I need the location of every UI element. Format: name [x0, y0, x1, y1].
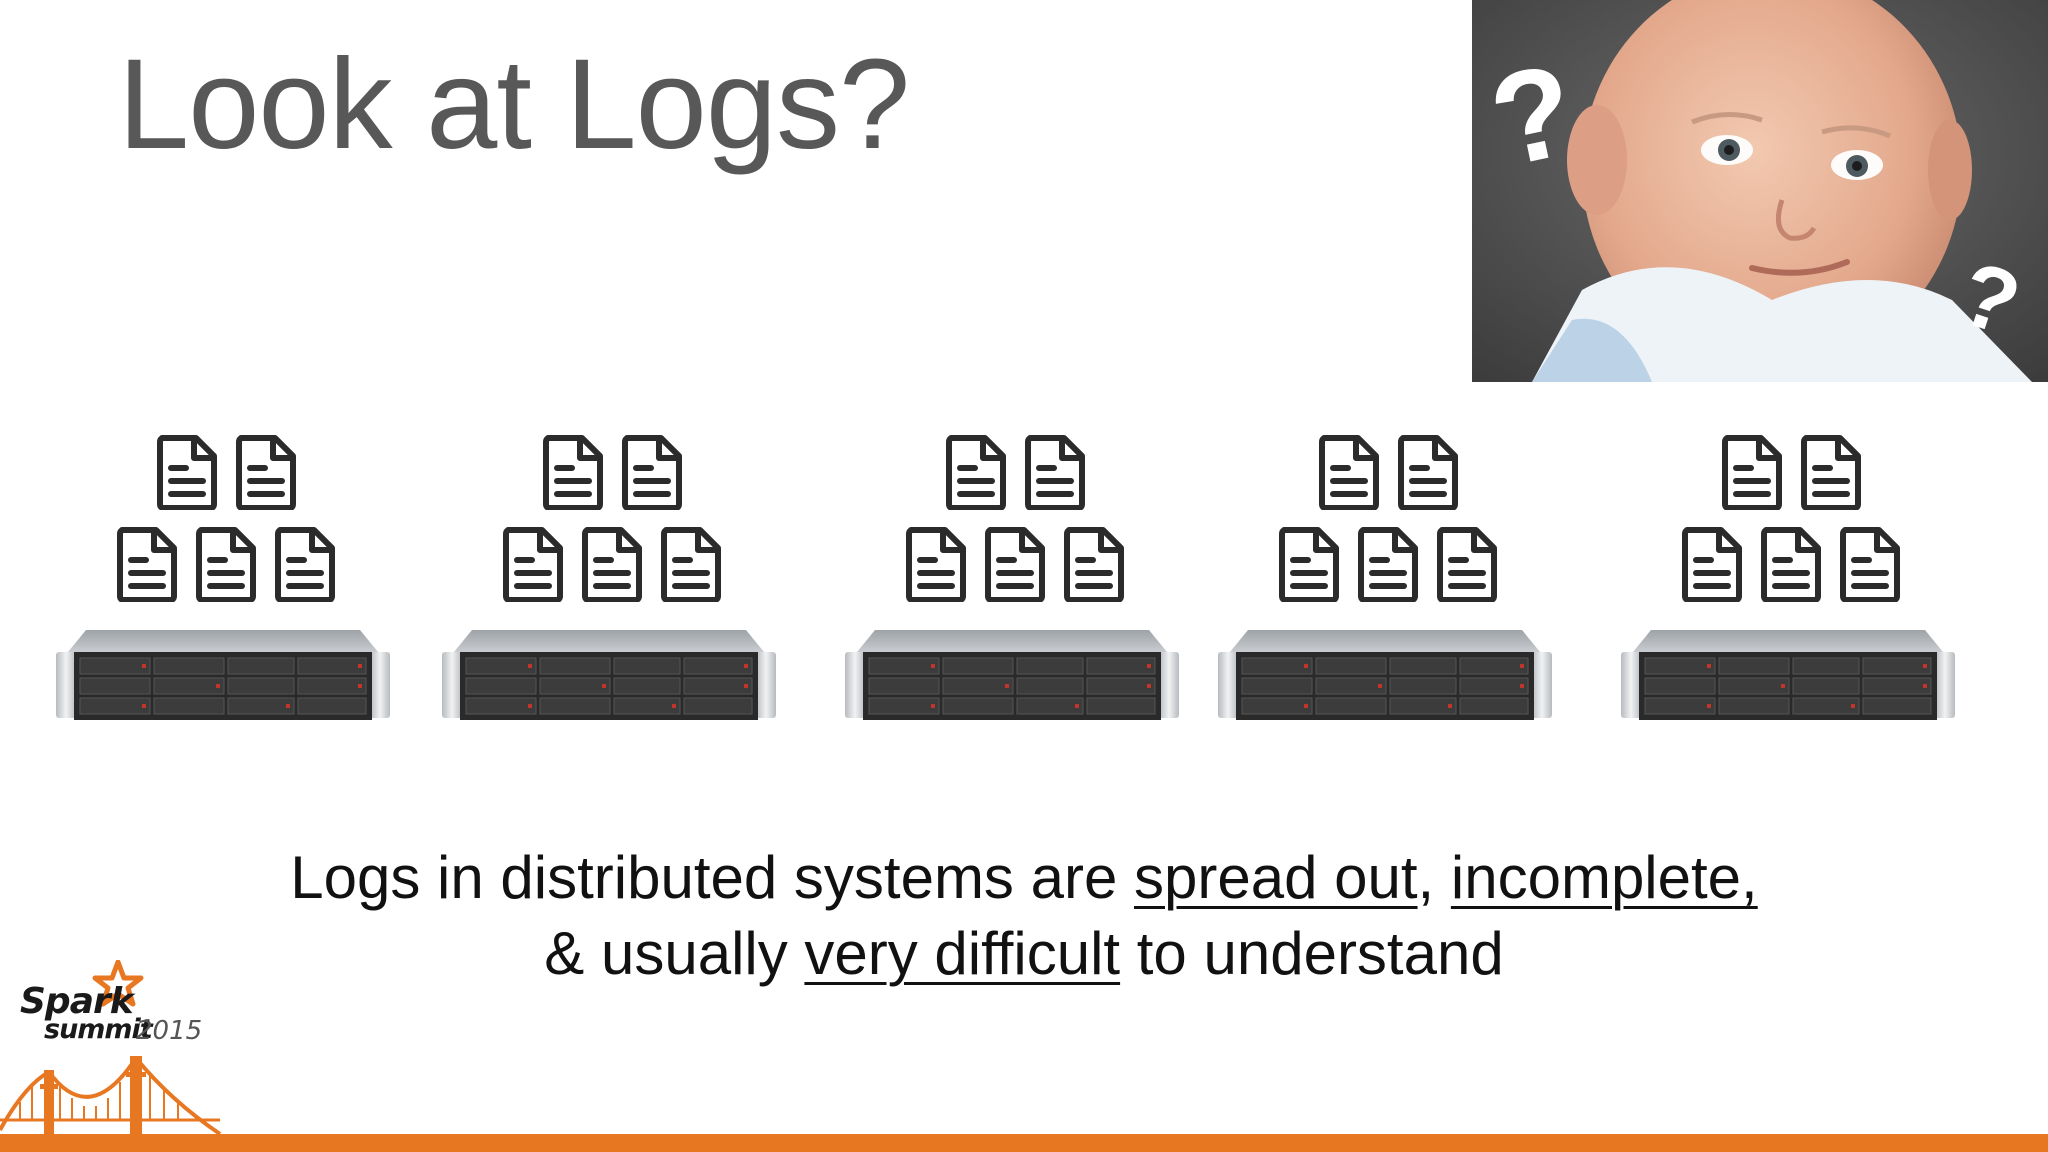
caption-text: to understand: [1120, 920, 1504, 987]
document-icon: [120, 530, 174, 600]
rack-server-icon: [442, 630, 776, 720]
slide-title: Look at Logs?: [118, 33, 910, 176]
caption-text: Logs in distributed systems are: [290, 844, 1134, 911]
caption-text: ,: [1417, 844, 1451, 911]
caption-line-1: Logs in distributed systems are spread o…: [0, 840, 2048, 916]
logo-word-spark: Spark: [20, 981, 134, 1022]
server-group-2: [442, 438, 776, 720]
document-icon: [1725, 438, 1779, 508]
document-icon: [1322, 438, 1376, 508]
document-icon: [988, 530, 1042, 600]
document-icon: [278, 530, 332, 600]
document-icon: [1843, 530, 1897, 600]
document-icon: [909, 530, 963, 600]
document-icon: [1804, 438, 1858, 508]
document-icon: [1401, 438, 1455, 508]
logo-year: 2015: [136, 1016, 203, 1046]
underlined-phrase: incomplete,: [1450, 844, 1758, 911]
document-icon: [1685, 530, 1739, 600]
document-icon: [199, 530, 253, 600]
document-icon: [1028, 438, 1082, 508]
servers-diagram: [56, 0, 1955, 720]
confused-baby-photo: ? ?: [1472, 0, 2048, 382]
caption-text: & usually: [544, 920, 805, 987]
caption-line-2: & usually very difficult to understand: [0, 916, 2048, 992]
server-group-5: [1621, 438, 1955, 720]
document-icon: [1764, 530, 1818, 600]
rack-server-icon: [1218, 630, 1552, 720]
document-icon: [506, 530, 560, 600]
document-icon: [1440, 530, 1494, 600]
slide-caption: Logs in distributed systems are spread o…: [0, 840, 2048, 992]
document-icon: [239, 438, 293, 508]
document-icon: [949, 438, 1003, 508]
document-icon: [1067, 530, 1121, 600]
golden-gate-bridge-icon: [0, 1056, 222, 1136]
spark-summit-logo: Spark summit 2015: [0, 960, 260, 1140]
document-icon: [160, 438, 214, 508]
rack-server-icon: [56, 630, 390, 720]
bottom-accent-bar: [0, 1134, 2048, 1152]
rack-server-icon: [1621, 630, 1955, 720]
rack-server-icon: [845, 630, 1179, 720]
underlined-phrase: spread out: [1134, 844, 1418, 911]
document-icon: [625, 438, 679, 508]
server-group-4: [1218, 438, 1552, 720]
document-icon: [1361, 530, 1415, 600]
logo-word-summit: summit: [44, 1014, 153, 1045]
server-group-3: [845, 438, 1179, 720]
document-icon: [1282, 530, 1336, 600]
document-icon: [546, 438, 600, 508]
document-icon: [585, 530, 639, 600]
underlined-phrase: very difficult: [804, 920, 1121, 987]
star-icon: [92, 960, 144, 1007]
document-icon: [664, 530, 718, 600]
server-group-1: [56, 438, 390, 720]
